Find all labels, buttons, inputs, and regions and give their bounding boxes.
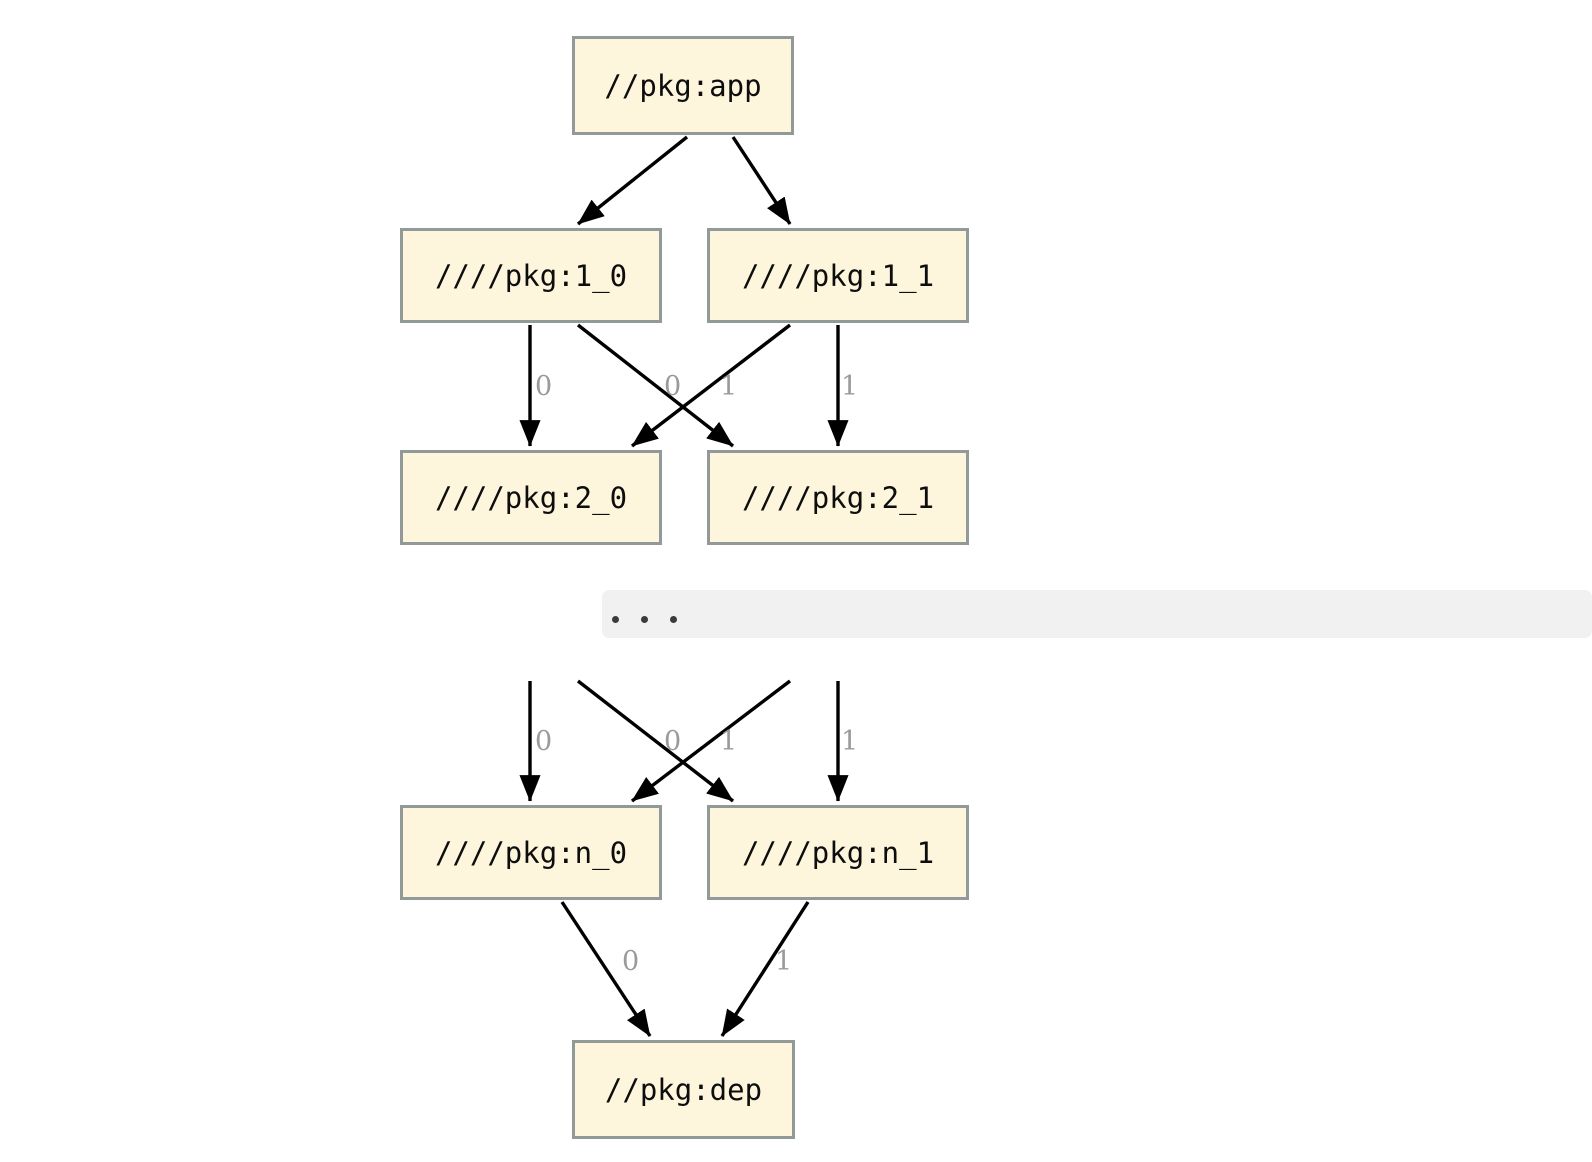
edge-label: 0 bbox=[664, 726, 682, 757]
ellipsis-dot-2 bbox=[641, 616, 648, 623]
edge-label: 1 bbox=[775, 946, 793, 977]
edge-label: 0 bbox=[535, 726, 553, 757]
node-l1_0[interactable]: ////pkg:1_0 bbox=[400, 228, 662, 323]
node-l1_1[interactable]: ////pkg:1_1 bbox=[707, 228, 969, 323]
ellipsis-dots bbox=[612, 616, 677, 623]
edge-label: 1 bbox=[720, 726, 738, 757]
node-ln_0[interactable]: ////pkg:n_0 bbox=[400, 805, 662, 900]
node-ln_1[interactable]: ////pkg:n_1 bbox=[707, 805, 969, 900]
node-l2_0[interactable]: ////pkg:2_0 bbox=[400, 450, 662, 545]
node-label: ////pkg:2_1 bbox=[741, 480, 935, 515]
node-app[interactable]: //pkg:app bbox=[572, 36, 794, 135]
edge-ln_1-to-dep bbox=[720, 901, 810, 1037]
node-label: //pkg:dep bbox=[604, 1072, 763, 1107]
edge-lines bbox=[519, 135, 849, 1037]
edge-app-to-l1_0 bbox=[576, 135, 689, 226]
edge-label: 1 bbox=[841, 371, 859, 402]
edge-source-to-ln_1 bbox=[576, 679, 735, 803]
edge-label: 0 bbox=[535, 371, 553, 402]
edge-label: 0 bbox=[622, 946, 640, 977]
node-label: ////pkg:n_1 bbox=[741, 835, 935, 870]
edge-l1_0-to-l2_1 bbox=[576, 323, 735, 448]
edge-label: 1 bbox=[720, 371, 738, 402]
node-label: ////pkg:1_1 bbox=[741, 258, 935, 293]
node-label: //pkg:app bbox=[604, 68, 762, 103]
ellipsis-dot-1 bbox=[612, 616, 619, 623]
node-dep[interactable]: //pkg:dep bbox=[572, 1040, 795, 1139]
ellipsis-dot-3 bbox=[670, 616, 677, 623]
edge-ln_0-to-dep bbox=[560, 901, 652, 1037]
node-label: ////pkg:2_0 bbox=[434, 480, 628, 515]
edge-l1_1-to-l2_0 bbox=[630, 323, 792, 448]
edge-label: 1 bbox=[841, 726, 859, 757]
edge-label: 0 bbox=[664, 371, 682, 402]
node-label: ////pkg:n_0 bbox=[434, 835, 628, 870]
node-l2_1[interactable]: ////pkg:2_1 bbox=[707, 450, 969, 545]
ellipsis-band bbox=[602, 590, 1592, 638]
node-label: ////pkg:1_0 bbox=[434, 258, 628, 293]
edge-source-to-ln_0 bbox=[630, 679, 792, 803]
edge-app-to-l1_1 bbox=[731, 136, 792, 225]
